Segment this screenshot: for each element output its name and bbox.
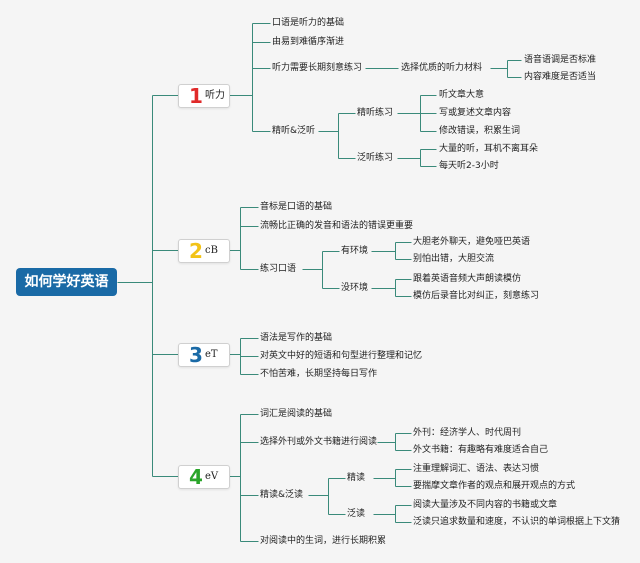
node-text: 每天听2-3小时 (439, 161, 499, 171)
node-text: 模仿后录音比对纠正，刻意练习 (413, 291, 540, 301)
branch-number: 1 (189, 84, 203, 108)
node-text: 流畅比正确的发音和语法的错误更重要 (260, 221, 414, 231)
node-text: 写或复述文章内容 (439, 108, 512, 118)
node-text: 语法是写作的基础 (260, 333, 333, 343)
node-text: 选择优质的听力材料 (401, 63, 483, 73)
branch-label: eT (205, 349, 218, 360)
node-text: 语音语调是否标准 (524, 55, 597, 65)
node-text: 对阅读中的生词，进行长期积累 (260, 536, 387, 546)
branch-number: 3 (189, 343, 203, 367)
node-text: 大量的听，耳机不离耳朵 (439, 144, 539, 154)
node-text: 词汇是阅读的基础 (260, 409, 333, 419)
branch-label: eV (205, 471, 219, 482)
branch-speaking: 2 cB (178, 239, 230, 263)
branch-writing: 3 eT (178, 343, 230, 367)
node-text: 选择外刊或外文书籍进行阅读 (260, 437, 378, 447)
node-text: 泛读 (347, 509, 366, 519)
branch-number: 2 (189, 239, 203, 263)
branch-reading: 4 eV (178, 465, 230, 489)
branch-label: cB (205, 245, 218, 256)
branch-number: 4 (189, 465, 203, 489)
node-text: 精读&泛读 (260, 490, 304, 500)
node-text: 泛听练习 (357, 153, 394, 163)
node-text: 要揣摩文章作者的观点和展开观点的方式 (413, 481, 576, 491)
node-text: 外刊：经济学人、时代周刊 (413, 428, 522, 438)
node-text: 由易到难循序渐进 (272, 37, 345, 47)
branch-listening: 1 听力 (178, 84, 230, 108)
node-text: 精读 (347, 473, 366, 483)
node-text: 注重理解词汇、语法、表达习惯 (413, 464, 540, 474)
node-text: 泛读只追求数量和速度，不认识的单词根据上下文猜 (413, 517, 621, 527)
node-text: 跟着英语音频大声朗读模仿 (413, 274, 522, 284)
node-text: 精听练习 (357, 108, 394, 118)
node-text: 修改错误，积累生词 (439, 126, 521, 136)
node-text: 大胆老外聊天，避免哑巴英语 (413, 237, 531, 247)
node-text: 口语是听力的基础 (272, 18, 345, 28)
node-text: 听力需要长期刻意练习 (272, 63, 363, 73)
node-text: 别怕出错，大胆交流 (413, 254, 495, 264)
node-text: 听文章大意 (439, 90, 485, 100)
node-text: 有环境 (341, 246, 369, 256)
node-text: 练习口语 (260, 264, 297, 274)
node-text: 对英文中好的短语和句型进行整理和记忆 (260, 351, 423, 361)
root-topic: 如何学好英语 (16, 268, 117, 296)
node-text: 精听&泛听 (272, 126, 316, 136)
branch-label: 听力 (205, 90, 225, 101)
node-text: 不怕苦难，长期坚持每日写作 (260, 369, 378, 379)
node-text: 没环境 (341, 283, 369, 293)
node-text: 阅读大量涉及不同内容的书籍或文章 (413, 500, 558, 510)
node-text: 外文书籍：有趣略有难度适合自己 (413, 445, 549, 455)
node-text: 音标是口语的基础 (260, 202, 333, 212)
node-text: 内容难度是否适当 (524, 72, 597, 82)
